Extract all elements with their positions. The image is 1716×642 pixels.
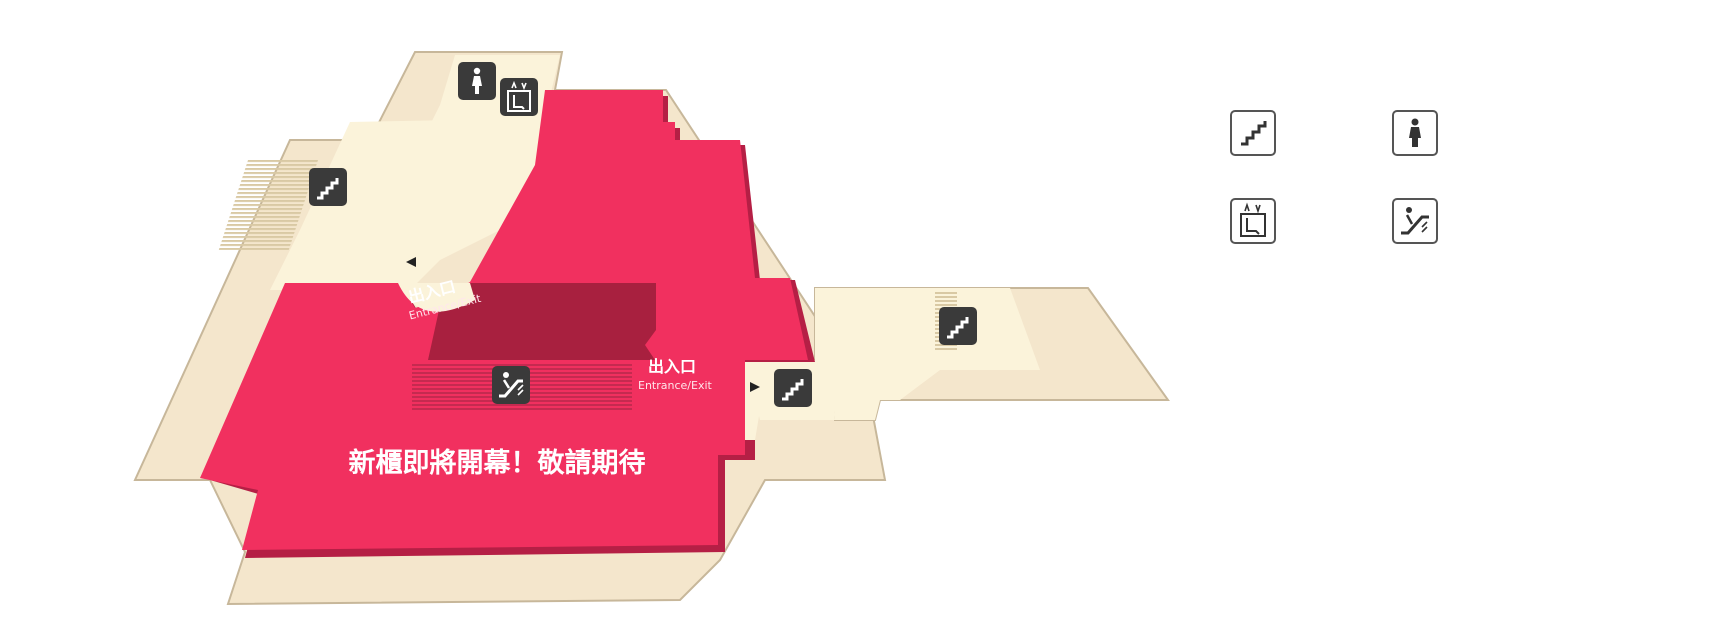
legend-stairs[interactable]	[1230, 110, 1276, 156]
restroom-icon[interactable]	[458, 62, 496, 100]
store-notice: 新櫃即將開幕！敬請期待	[349, 447, 646, 479]
elevator-icon[interactable]	[500, 78, 538, 116]
corridor-east	[815, 288, 1040, 420]
entrance-east-label: 出入口	[648, 357, 696, 376]
escalator-icon[interactable]	[492, 366, 530, 404]
stairs-icon	[1241, 121, 1267, 146]
entrance-east: 出入口 Entrance/Exit	[638, 357, 713, 392]
stairway-stripes-west	[218, 160, 319, 250]
elevator-icon	[1240, 202, 1266, 237]
legend-elevator[interactable]	[1230, 198, 1276, 244]
corridor-west	[270, 118, 560, 290]
legend-restroom[interactable]	[1392, 110, 1438, 156]
entrance-notch-west	[398, 283, 475, 312]
stairs-icon[interactable]	[774, 369, 812, 407]
entrance-arrow-east	[750, 382, 760, 392]
map-legend	[1230, 110, 1450, 250]
atrium-void	[428, 283, 656, 360]
stairs-icon[interactable]	[309, 168, 347, 206]
escalator-icon	[1401, 207, 1429, 235]
legend-escalator[interactable]	[1392, 198, 1438, 244]
entrance-arrow-west	[406, 257, 416, 267]
restroom-icon	[1409, 118, 1421, 147]
stairs-icon[interactable]	[939, 307, 977, 345]
entrance-east-sublabel: Entrance/Exit	[638, 379, 713, 392]
